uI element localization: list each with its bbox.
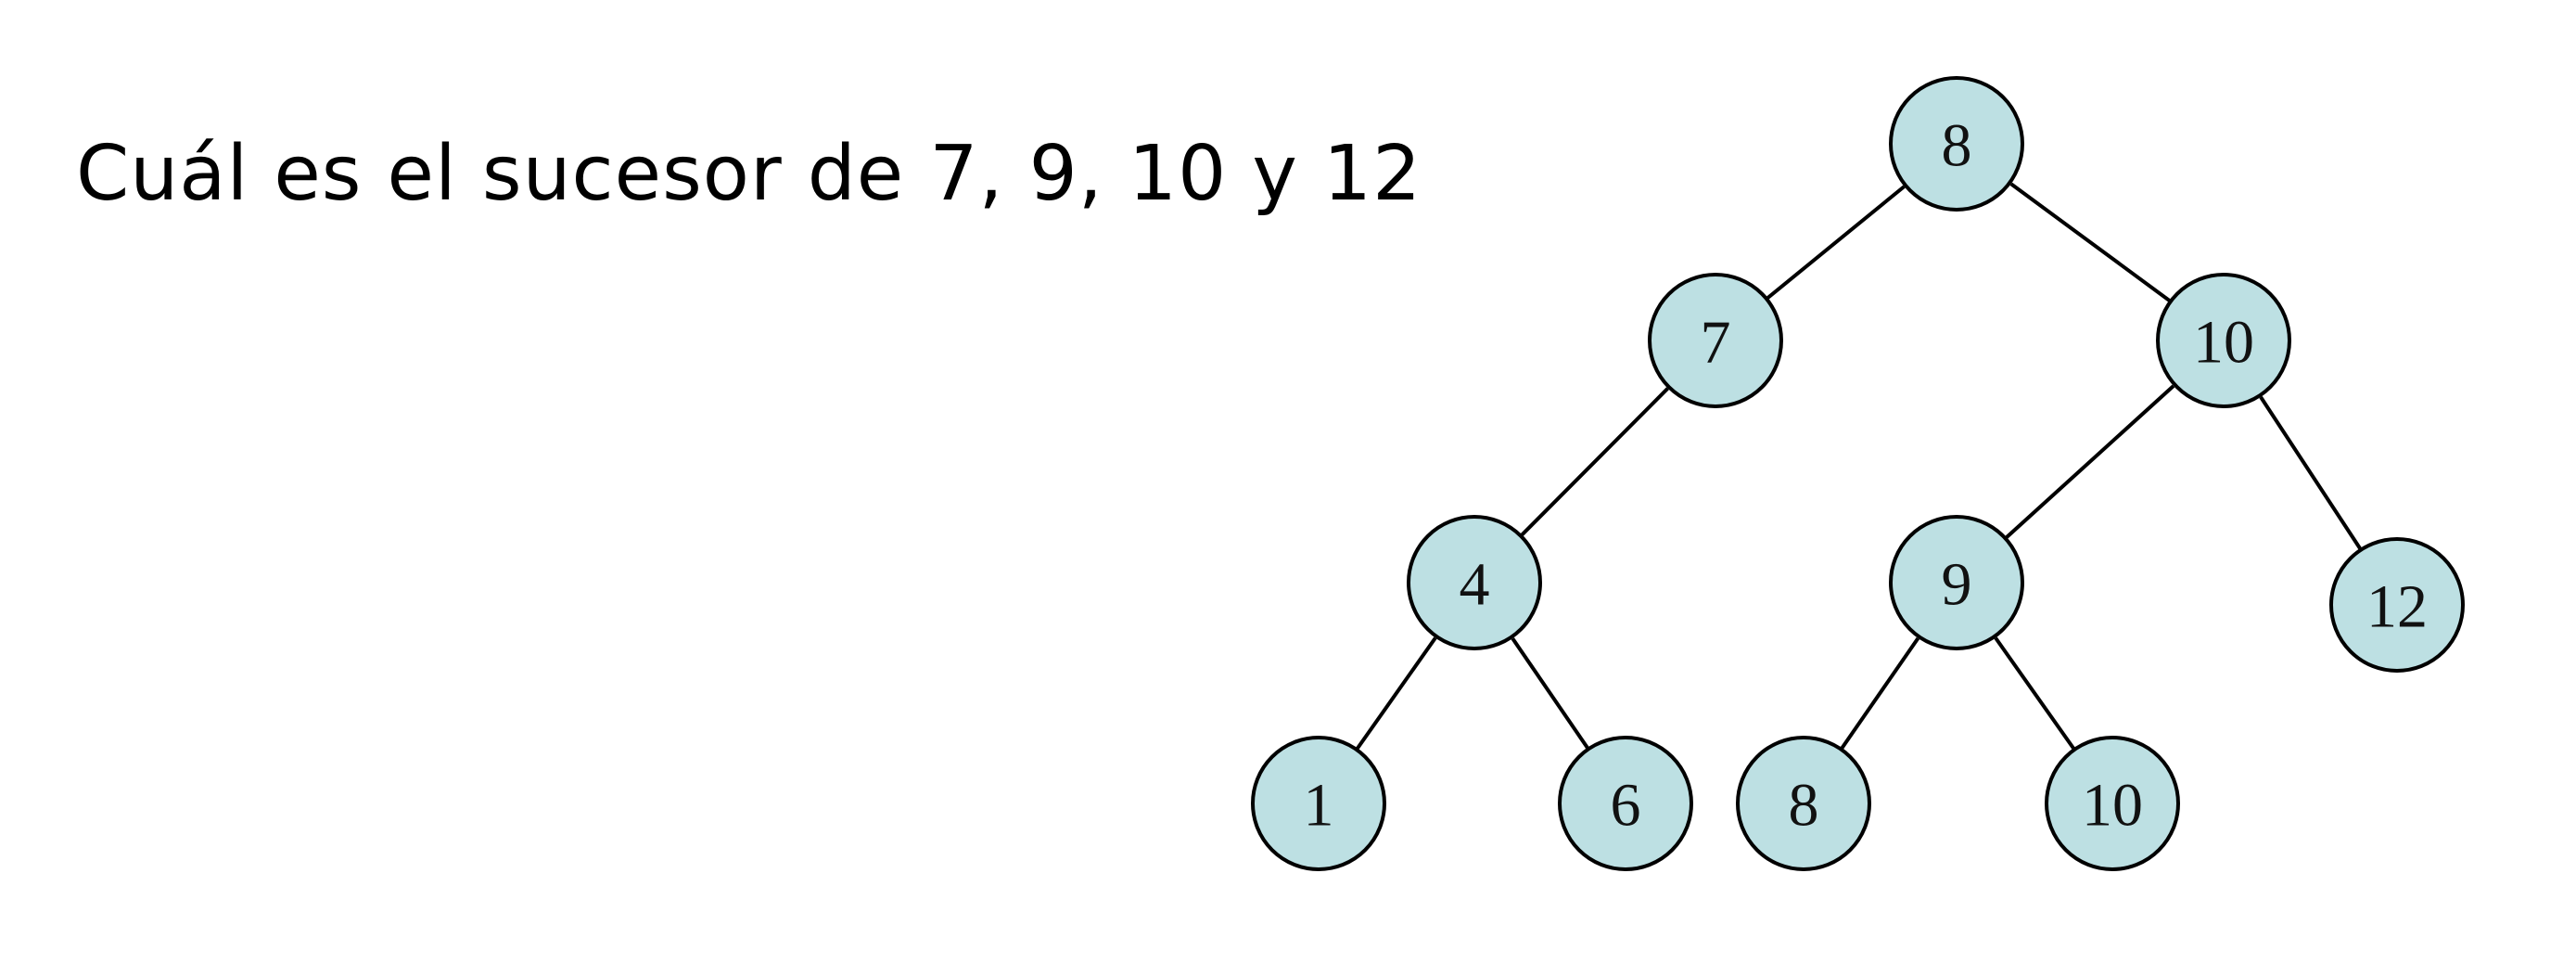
node-label: 4 <box>1460 551 1490 619</box>
tree-edges <box>1351 182 2366 756</box>
tree-node-n7: 7 <box>1648 273 1783 408</box>
node-circle <box>1251 736 1386 871</box>
node-label: 10 <box>2082 772 2143 840</box>
node-label: 1 <box>1304 772 1334 840</box>
tree-node-n10b: 10 <box>2045 736 2180 871</box>
node-circle <box>1558 736 1693 871</box>
tree-node-root: 8 <box>1889 76 2024 212</box>
tree-node-n9: 9 <box>1889 515 2024 650</box>
node-circle <box>2329 537 2465 673</box>
tree-node-n10: 10 <box>2156 273 2291 408</box>
node-circle <box>2045 736 2180 871</box>
tree-edge-n4-n1 <box>1351 636 1437 756</box>
question-text: Cuál es el sucesor de 7, 9, 10 y 12 <box>76 130 1422 218</box>
tree-node-n8b: 8 <box>1736 736 1871 871</box>
tree-node-n12: 12 <box>2329 537 2465 673</box>
node-circle <box>2156 273 2291 408</box>
tree-edge-n7-n4 <box>1515 387 1669 542</box>
node-label: 6 <box>1611 772 1641 840</box>
tree-node-n6: 6 <box>1558 736 1693 871</box>
node-circle <box>1889 515 2024 650</box>
node-circle <box>1736 736 1871 871</box>
tree-edge-n9-n8b <box>1836 636 1920 755</box>
tree-nodes: 8 7 10 4 9 12 1 6 8 10 <box>1251 76 2465 871</box>
tree-edge-n10-n9 <box>1999 384 2175 544</box>
node-label: 7 <box>1701 309 1731 377</box>
node-circle <box>1889 76 2024 212</box>
tree-edge-n10-n12 <box>2259 395 2366 556</box>
node-label: 10 <box>2193 309 2254 377</box>
node-circle <box>1407 515 1542 650</box>
tree-node-n1: 1 <box>1251 736 1386 871</box>
tree-edge-n9-n10b <box>1994 636 2080 756</box>
tree-edge-n4-n6 <box>1511 637 1593 755</box>
node-label: 12 <box>2366 573 2428 641</box>
node-label: 9 <box>1942 551 1972 619</box>
node-circle <box>1648 273 1783 408</box>
node-label: 8 <box>1789 772 1819 840</box>
node-label: 8 <box>1942 112 1972 180</box>
tree-edge-root-n7 <box>1761 185 1906 304</box>
tree-node-n4: 4 <box>1407 515 1542 650</box>
tree-edge-root-n10 <box>2009 182 2176 307</box>
